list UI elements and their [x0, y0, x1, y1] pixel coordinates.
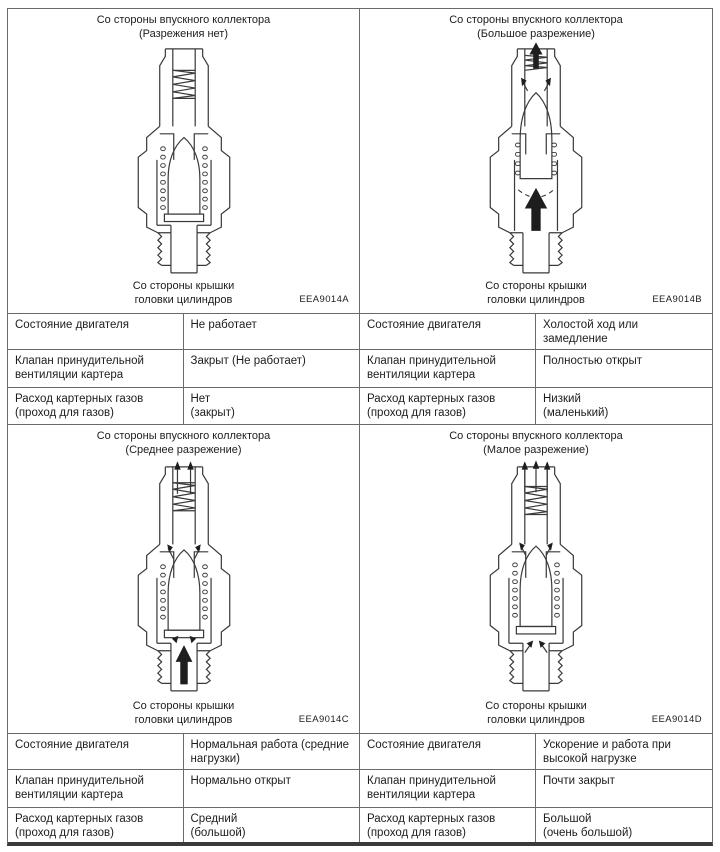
pcv-valve-low-vacuum-diagram [489, 460, 583, 692]
table-label: Клапан принудительной вентиляции картера [360, 769, 536, 807]
pcv-valve-medium-vacuum-diagram [137, 461, 230, 692]
panel-d-figure-code: EEA9014D [651, 714, 702, 725]
table-label: Клапан принудительной вентиляции картера [360, 349, 536, 387]
panel-a-diagram: Со стороны впускного коллектора (Разреже… [8, 9, 360, 313]
table-label: Клапан принудительной вентиляции картера [8, 769, 184, 807]
table-label: Состояние двигателя [360, 314, 536, 349]
table-label: Расход картерных газов (проход для газов… [360, 807, 536, 842]
panel-a-figure-code: EEA9014A [299, 294, 349, 305]
panel-c-table: Состояние двигателя Нормальная работа (с… [8, 733, 360, 842]
table-label: Расход картерных газов (проход для газов… [360, 387, 536, 424]
table-value: Нормально открыт [183, 769, 359, 807]
pcv-valve-high-vacuum-diagram [489, 42, 583, 274]
panel-b-top-caption: Со стороны впускного коллектора (Большое… [449, 14, 623, 40]
panel-b-bottom-caption: Со стороны крышки головки цилиндров [485, 280, 587, 306]
panel-a-table: Состояние двигателя Не работает Клапан п… [8, 313, 360, 424]
table-value: Закрыт (Не работает) [183, 349, 359, 387]
panel-b-diagram: Со стороны впускного коллектора (Большое… [360, 9, 712, 313]
panel-a-bottom-caption: Со стороны крышки головки цилиндров [132, 280, 235, 306]
panel-d-diagram: Со стороны впускного коллектора (Малое р… [360, 424, 712, 733]
table-label: Состояние двигателя [360, 734, 536, 769]
table-value: Холостой ход или замедление [543, 319, 639, 345]
panel-d-top-caption: Со стороны впускного коллектора (Малое р… [449, 430, 623, 456]
table-value: Нет (закрыт) [183, 387, 359, 424]
panel-c-figure-code: EEA9014C [298, 714, 349, 725]
table-value: Ускорение и работа при высокой нагрузке [543, 739, 671, 765]
panel-d-bottom-caption: Со стороны крышки головки цилиндров [485, 700, 587, 726]
pcv-valve-no-vacuum-diagram [137, 48, 230, 274]
table-label: Расход картерных газов (проход для газов… [8, 387, 184, 424]
panel-d-table: Состояние двигателя Ускорение и работа п… [360, 733, 712, 842]
panel-b-table: Состояние двигателя Холостой ход или зам… [360, 313, 712, 424]
panel-c-bottom-caption: Со стороны крышки головки цилиндров [132, 700, 235, 726]
table-value: Средний (большой) [183, 807, 359, 842]
table-value: Большой (очень большой) [536, 807, 712, 842]
flow-arrows [166, 461, 201, 685]
table-value: Полностью открыт [536, 349, 712, 387]
table-label: Клапан принудительной вентиляции картера [8, 349, 184, 387]
panel-b-figure-code: EEA9014B [652, 294, 702, 305]
panel-c-top-caption: Со стороны впускного коллектора (Среднее… [96, 430, 271, 456]
table-label: Состояние двигателя [8, 734, 184, 769]
table-label: Состояние двигателя [8, 314, 184, 349]
flow-arrows [521, 42, 551, 231]
panel-a-top-caption: Со стороны впускного коллектора (Разреже… [96, 14, 271, 40]
table-value: Не работает [190, 319, 257, 331]
table-label: Расход картерных газов (проход для газов… [8, 807, 184, 842]
table-value: Нормальная работа (средние нагрузки) [190, 739, 350, 765]
panel-c-diagram: Со стороны впускного коллектора (Среднее… [8, 424, 360, 733]
table-value: Низкий (маленький) [536, 387, 712, 424]
table-value: Почти закрыт [536, 769, 712, 807]
figure-frame: Со стороны впускного коллектора (Разреже… [7, 8, 713, 846]
